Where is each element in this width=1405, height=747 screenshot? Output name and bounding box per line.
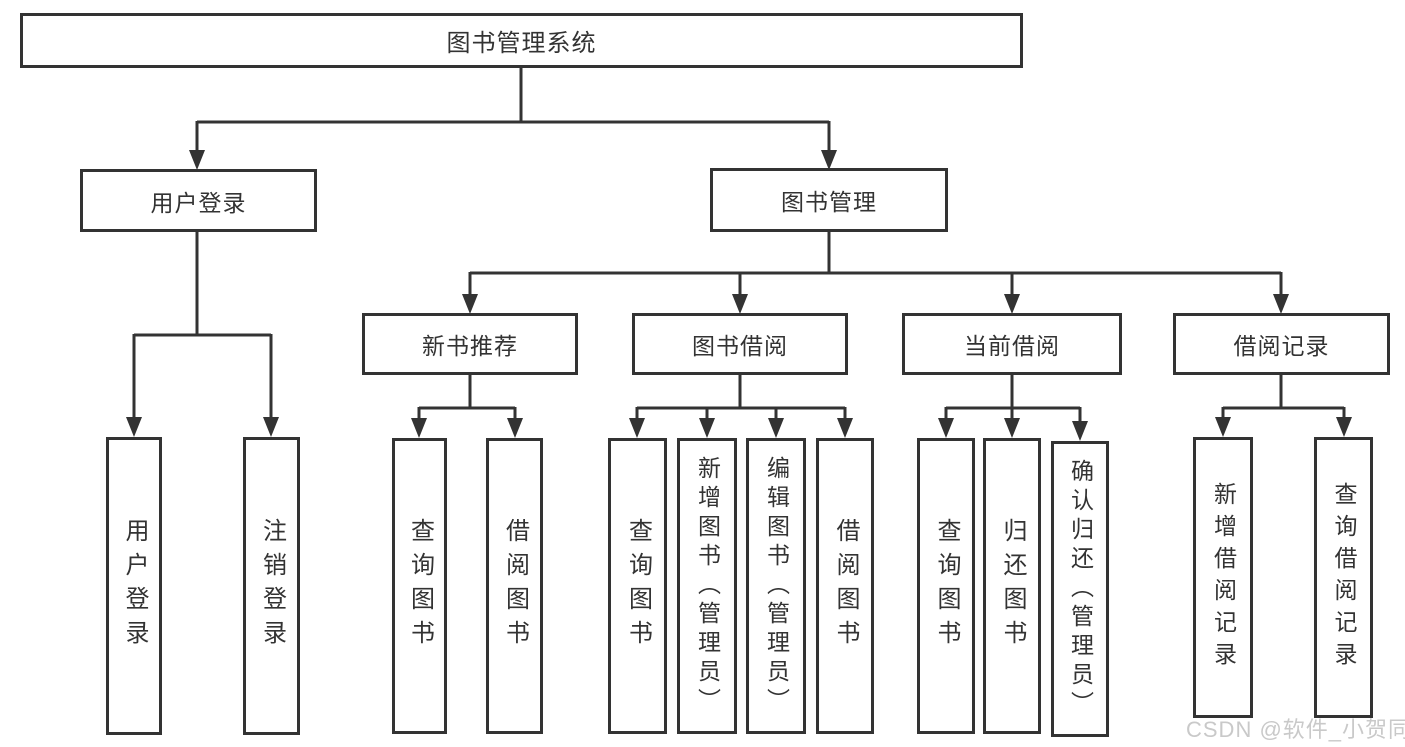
leaf-query-books-current-label: 查询图书 xyxy=(933,518,960,654)
leaf-query-borrow-record-label: 查询借阅记录 xyxy=(1331,481,1357,674)
node-user-login-label: 用户登录 xyxy=(150,189,247,216)
leaf-edit-books-admin: 编辑图书（管理员） xyxy=(746,438,806,734)
leaf-user-login-label: 用户登录 xyxy=(121,518,148,654)
node-book-management-label: 图书管理 xyxy=(781,189,877,215)
leaf-borrow-books-borrow-label: 借阅图书 xyxy=(832,518,859,654)
csdn-watermark: CSDN @软件_小贺同学 xyxy=(1186,717,1405,742)
leaf-return-books: 归还图书 xyxy=(983,438,1041,734)
leaf-user-login: 用户登录 xyxy=(106,437,162,735)
node-current-borrowing: 当前借阅 xyxy=(902,313,1122,375)
node-current-borrowing-label: 当前借阅 xyxy=(964,333,1060,359)
leaf-logout-login-label: 注销登录 xyxy=(258,518,286,654)
node-root-label: 图书管理系统 xyxy=(446,30,597,57)
node-book-borrowing-label: 图书借阅 xyxy=(692,333,788,359)
node-user-login: 用户登录 xyxy=(80,169,317,232)
leaf-add-books-admin-label: 新增图书（管理员） xyxy=(694,455,721,717)
node-root-library-system: 图书管理系统 xyxy=(20,13,1023,68)
leaf-borrow-books-recommend-label: 借阅图书 xyxy=(501,518,529,654)
leaf-edit-books-admin-label: 编辑图书（管理员） xyxy=(763,455,790,717)
leaf-add-books-admin: 新增图书（管理员） xyxy=(677,438,737,734)
node-book-management: 图书管理 xyxy=(710,168,948,232)
node-new-book-recommend-label: 新书推荐 xyxy=(422,333,518,359)
leaf-logout-login: 注销登录 xyxy=(243,437,300,735)
leaf-confirm-return-admin-label: 确认归还（管理员） xyxy=(1067,458,1094,720)
leaf-borrow-books-borrow: 借阅图书 xyxy=(816,438,874,734)
leaf-query-books-current: 查询图书 xyxy=(917,438,975,734)
leaf-query-books-borrow: 查询图书 xyxy=(608,438,667,734)
leaf-add-borrow-record: 新增借阅记录 xyxy=(1193,437,1253,718)
leaf-query-books-recommend: 查询图书 xyxy=(392,438,447,734)
leaf-query-books-borrow-label: 查询图书 xyxy=(624,518,652,654)
node-new-book-recommend: 新书推荐 xyxy=(362,313,578,375)
node-borrowing-records-label: 借阅记录 xyxy=(1233,333,1330,359)
leaf-return-books-label: 归还图书 xyxy=(999,518,1026,654)
leaf-query-books-recommend-label: 查询图书 xyxy=(406,518,434,654)
leaf-add-borrow-record-label: 新增借阅记录 xyxy=(1210,481,1237,674)
node-borrowing-records: 借阅记录 xyxy=(1173,313,1390,375)
node-book-borrowing: 图书借阅 xyxy=(632,313,848,375)
leaf-borrow-books-recommend: 借阅图书 xyxy=(486,438,543,734)
leaf-query-borrow-record: 查询借阅记录 xyxy=(1314,437,1373,718)
leaf-confirm-return-admin: 确认归还（管理员） xyxy=(1051,441,1109,737)
